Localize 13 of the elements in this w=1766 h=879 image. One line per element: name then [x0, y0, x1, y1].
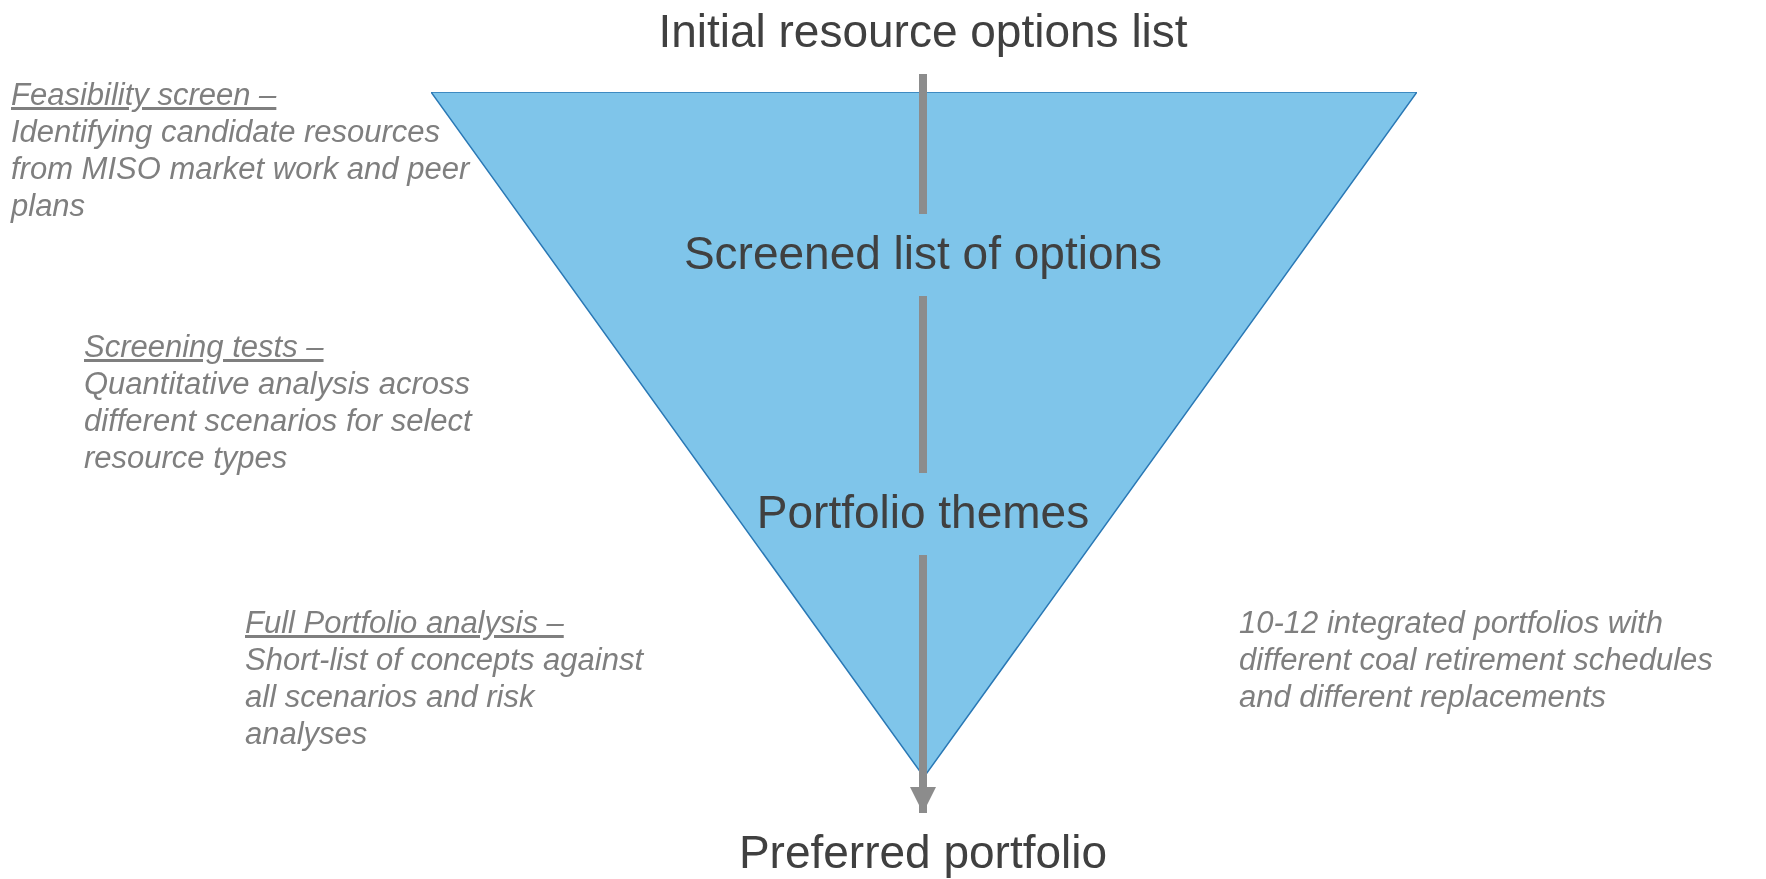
step-description: Quantitative analysis across different scenarios for select resource types [84, 365, 474, 476]
stage-label: Preferred portfolio [738, 827, 1108, 877]
stage-label: Screened list of options [683, 228, 1163, 278]
step-heading: Full Portfolio analysis – [245, 605, 564, 640]
arrow [910, 555, 936, 813]
step-heading: Feasibility screen – [11, 77, 277, 112]
step-heading: Screening tests – [84, 329, 324, 364]
step-description: Identifying candidate resources from MISO market work and peer plans [11, 113, 472, 224]
stage-label: Portfolio themes [756, 487, 1090, 537]
step-description: Short-list of concepts against all scenarios and risk analyses [245, 641, 645, 752]
step-description: 10-12 integrated portfolios with different coal retirement schedules and different replacements [1239, 604, 1714, 715]
connector-bar [919, 74, 927, 214]
stage-label: Initial resource options list [658, 6, 1188, 56]
